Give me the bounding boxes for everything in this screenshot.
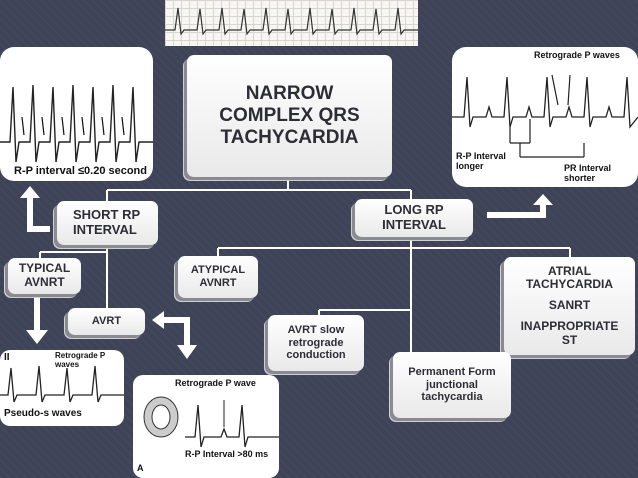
avrt-node: AVRT	[68, 308, 145, 335]
short-rp-label: SHORT RP INTERVAL	[73, 207, 140, 237]
root-node-label: NARROW COMPLEX QRS TACHYCARDIA	[219, 83, 360, 148]
top-ecg-strip	[165, 0, 418, 46]
rp-longer-label: R-P Interval longer	[456, 151, 506, 171]
short-rp-node: SHORT RP INTERVAL	[57, 201, 158, 245]
rp-interval-label: R-P interval ≤0.20 second	[14, 165, 147, 177]
long-rp-node: LONG RP INTERVAL	[355, 199, 473, 237]
ecg-trace	[0, 84, 153, 163]
ecg-trace	[165, 7, 418, 36]
typical-avnrt-node: TYPICAL AVNRT	[8, 258, 81, 294]
ecg-panel-short-rp: R-P interval ≤0.20 second	[0, 47, 153, 181]
root-node: NARROW COMPLEX QRS TACHYCARDIA	[187, 55, 392, 177]
heart-accessory-pathway-figure	[143, 396, 279, 448]
retrograde-p-waves-label: Retrograde P waves	[55, 351, 106, 369]
ecg-panel-long-rp: Retrograde P waves R-P Interval longer P…	[452, 47, 638, 187]
avrt-label: AVRT	[91, 315, 122, 328]
panel-a-label: A	[137, 463, 144, 473]
pr-shorter-label: PR Interval shorter	[564, 163, 612, 183]
atrial-tachycardia-node: ATRIAL TACHYCARDIA SANRT INAPPROPRIATE S…	[504, 257, 635, 355]
atypical-avnrt-node: ATYPICAL AVNRT	[178, 256, 258, 298]
ecg-panel-typical-avnrt: II Retrograde P waves Pseudo-s waves	[0, 350, 124, 426]
avrt-slow-label: AVRT slow retrograde conduction	[286, 324, 346, 362]
sanrt-label: SANRT	[548, 298, 591, 313]
atrial-tachycardia-label: ATRIAL TACHYCARDIA	[525, 263, 614, 292]
typical-avnrt-label: TYPICAL AVNRT	[18, 261, 71, 289]
pjrt-node: Permanent Form junctional tachycardia	[393, 352, 511, 418]
pjrt-label: Permanent Form junctional tachycardia	[408, 366, 496, 404]
atypical-avnrt-label: ATYPICAL AVNRT	[190, 264, 246, 289]
ecg-trace	[452, 74, 638, 158]
retrograde-p-waves-label: Retrograde P waves	[534, 50, 620, 60]
ecg-panel-avrt: Retrograde P wave R-P Interval >80 ms A	[133, 375, 279, 478]
avrt-slow-node: AVRT slow retrograde conduction	[268, 315, 364, 371]
lead-ii-label: II	[4, 352, 10, 363]
long-rp-label: LONG RP INTERVAL	[382, 202, 446, 232]
ecg-trace	[0, 365, 124, 403]
retrograde-p-wave-label: Retrograde P wave	[175, 378, 256, 388]
rp-interval-80-label: R-P Interval >80 ms	[185, 449, 269, 459]
pseudo-s-waves-label: Pseudo-s waves	[4, 408, 82, 419]
inappropriate-st-label: INAPPROPRIATE ST	[520, 318, 619, 347]
